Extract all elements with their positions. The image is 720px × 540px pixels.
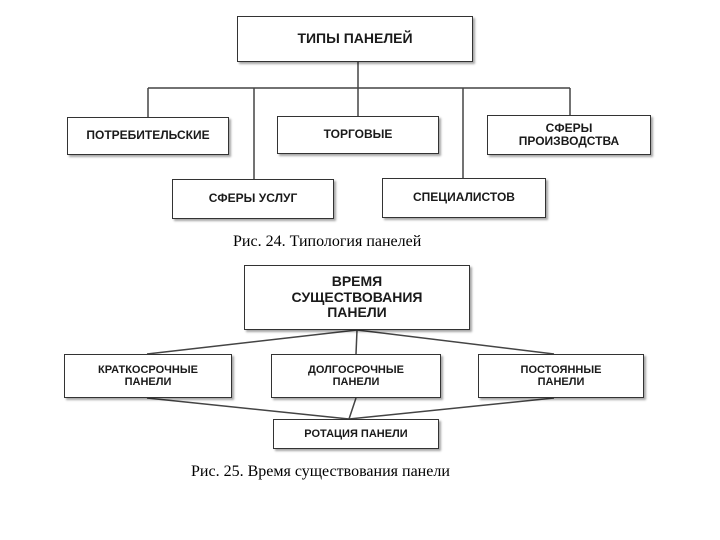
panel-lifetime-root-box: ВРЕМЯ СУЩЕСТВОВАНИЯ ПАНЕЛИ	[244, 265, 470, 330]
figure-24-caption: Рис. 24. Типология панелей	[233, 233, 422, 250]
consumer-panels-box: ПОТРЕБИТЕЛЬСКИЕ	[67, 117, 229, 155]
production-panels-box: СФЕРЫ ПРОИЗВОДСТВА	[487, 115, 651, 155]
short-term-panels-box: КРАТКОСРОЧНЫЕ ПАНЕЛИ	[64, 354, 232, 398]
trade-panels-box: ТОРГОВЫЕ	[277, 116, 439, 154]
figure-25-caption: Рис. 25. Время существования панели	[191, 463, 450, 480]
panel-rotation-box: РОТАЦИЯ ПАНЕЛИ	[273, 419, 439, 449]
panel-types-root-box: ТИПЫ ПАНЕЛЕЙ	[237, 16, 473, 62]
specialists-panels-box: СПЕЦИАЛИСТОВ	[382, 178, 546, 218]
long-term-panels-box: ДОЛГОСРОЧНЫЕ ПАНЕЛИ	[271, 354, 441, 398]
services-panels-box: СФЕРЫ УСЛУГ	[172, 179, 334, 219]
permanent-panels-box: ПОСТОЯННЫЕ ПАНЕЛИ	[478, 354, 644, 398]
